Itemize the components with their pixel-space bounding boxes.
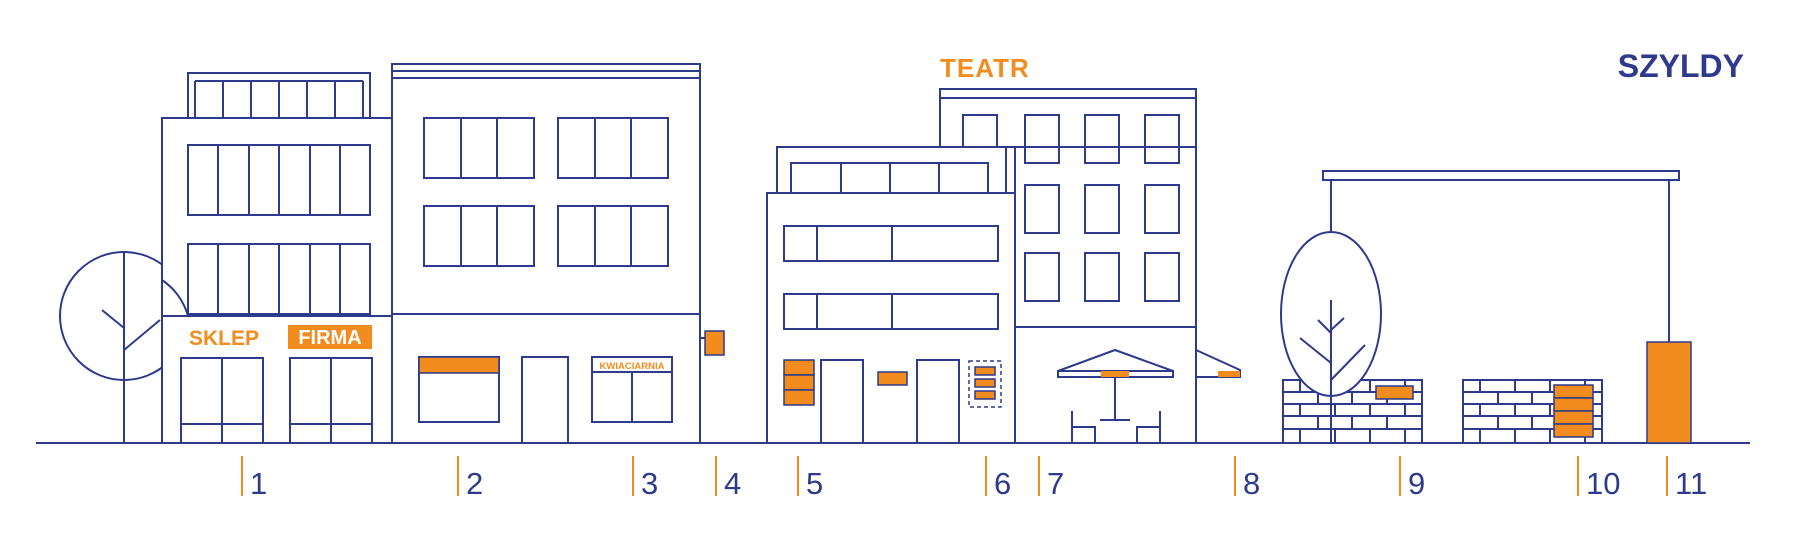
sign-projecting [700,330,725,356]
sign-teatr: TEATR [940,53,1030,83]
pergola [1322,170,1680,342]
sign-firma: FIRMA [298,327,361,349]
building-5 [766,146,1016,444]
marker-5: 5 [806,466,823,501]
sign-totem [1646,341,1692,444]
sign-firma-board [288,325,372,349]
building-2 [391,63,701,444]
page-title: SZYLDY [1618,48,1744,84]
building-1 [161,72,393,444]
tree-right [1280,231,1382,443]
sign-shop-board [418,356,500,374]
marker-10: 10 [1586,466,1620,501]
sign-sklep: SKLEP [189,327,259,350]
marker-2: 2 [466,466,483,501]
marker-7: 7 [1047,466,1064,501]
marker-6: 6 [994,466,1011,501]
markers: 1 2 3 4 5 6 7 8 9 10 11 [241,456,1707,501]
marker-9: 9 [1408,466,1425,501]
marker-11: 11 [1675,466,1707,501]
brick-wall-right [1462,379,1603,444]
marker-8: 8 [1243,466,1260,501]
awning [1195,348,1241,378]
marker-1: 1 [250,466,267,501]
marker-3: 3 [641,466,658,501]
building-7 [939,88,1197,444]
sign-kwiaciarnia: KWIACIARNIA [600,361,665,372]
tree-left-front [161,279,189,317]
marker-4: 4 [724,466,741,501]
